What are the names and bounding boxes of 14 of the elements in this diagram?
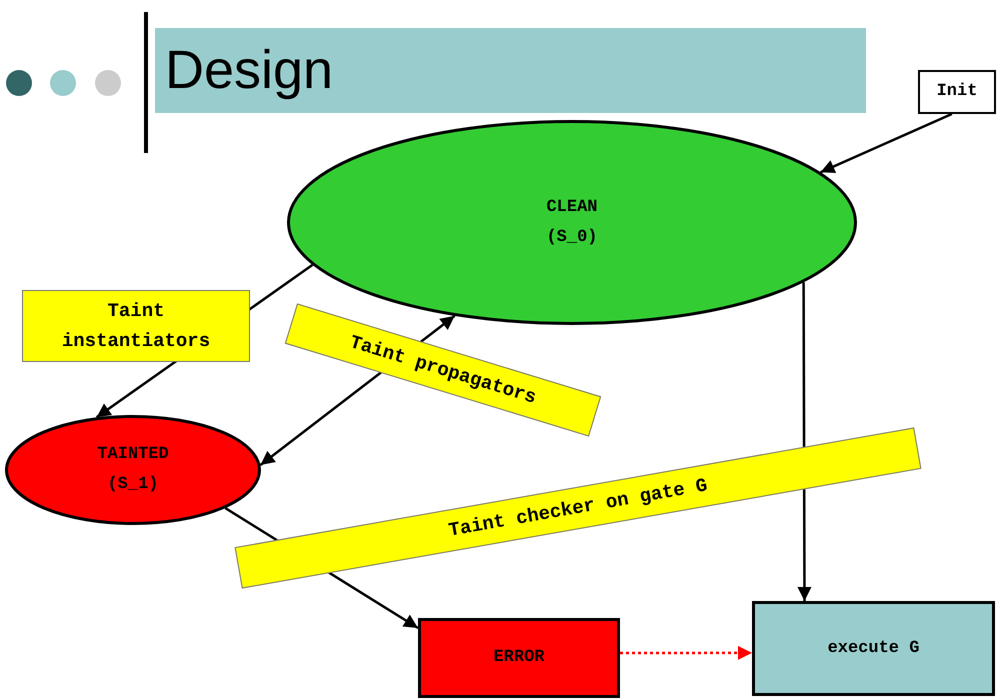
state-ellipse xyxy=(287,120,857,325)
node-label: TAINTED (S_1) xyxy=(96,444,170,496)
slide-title: Design xyxy=(155,28,866,113)
init-box xyxy=(918,70,996,114)
node-label: execute G xyxy=(828,638,920,660)
arrow xyxy=(620,646,752,660)
state-ellipse xyxy=(5,415,261,525)
node-label: Init xyxy=(936,81,978,104)
arrow xyxy=(820,112,952,174)
process-box xyxy=(752,601,995,696)
edge-label: Taint instantiators xyxy=(22,290,250,362)
node-label: CLEAN (S_0) xyxy=(545,196,598,248)
error-box xyxy=(418,618,620,698)
node-label: ERROR xyxy=(493,647,544,670)
